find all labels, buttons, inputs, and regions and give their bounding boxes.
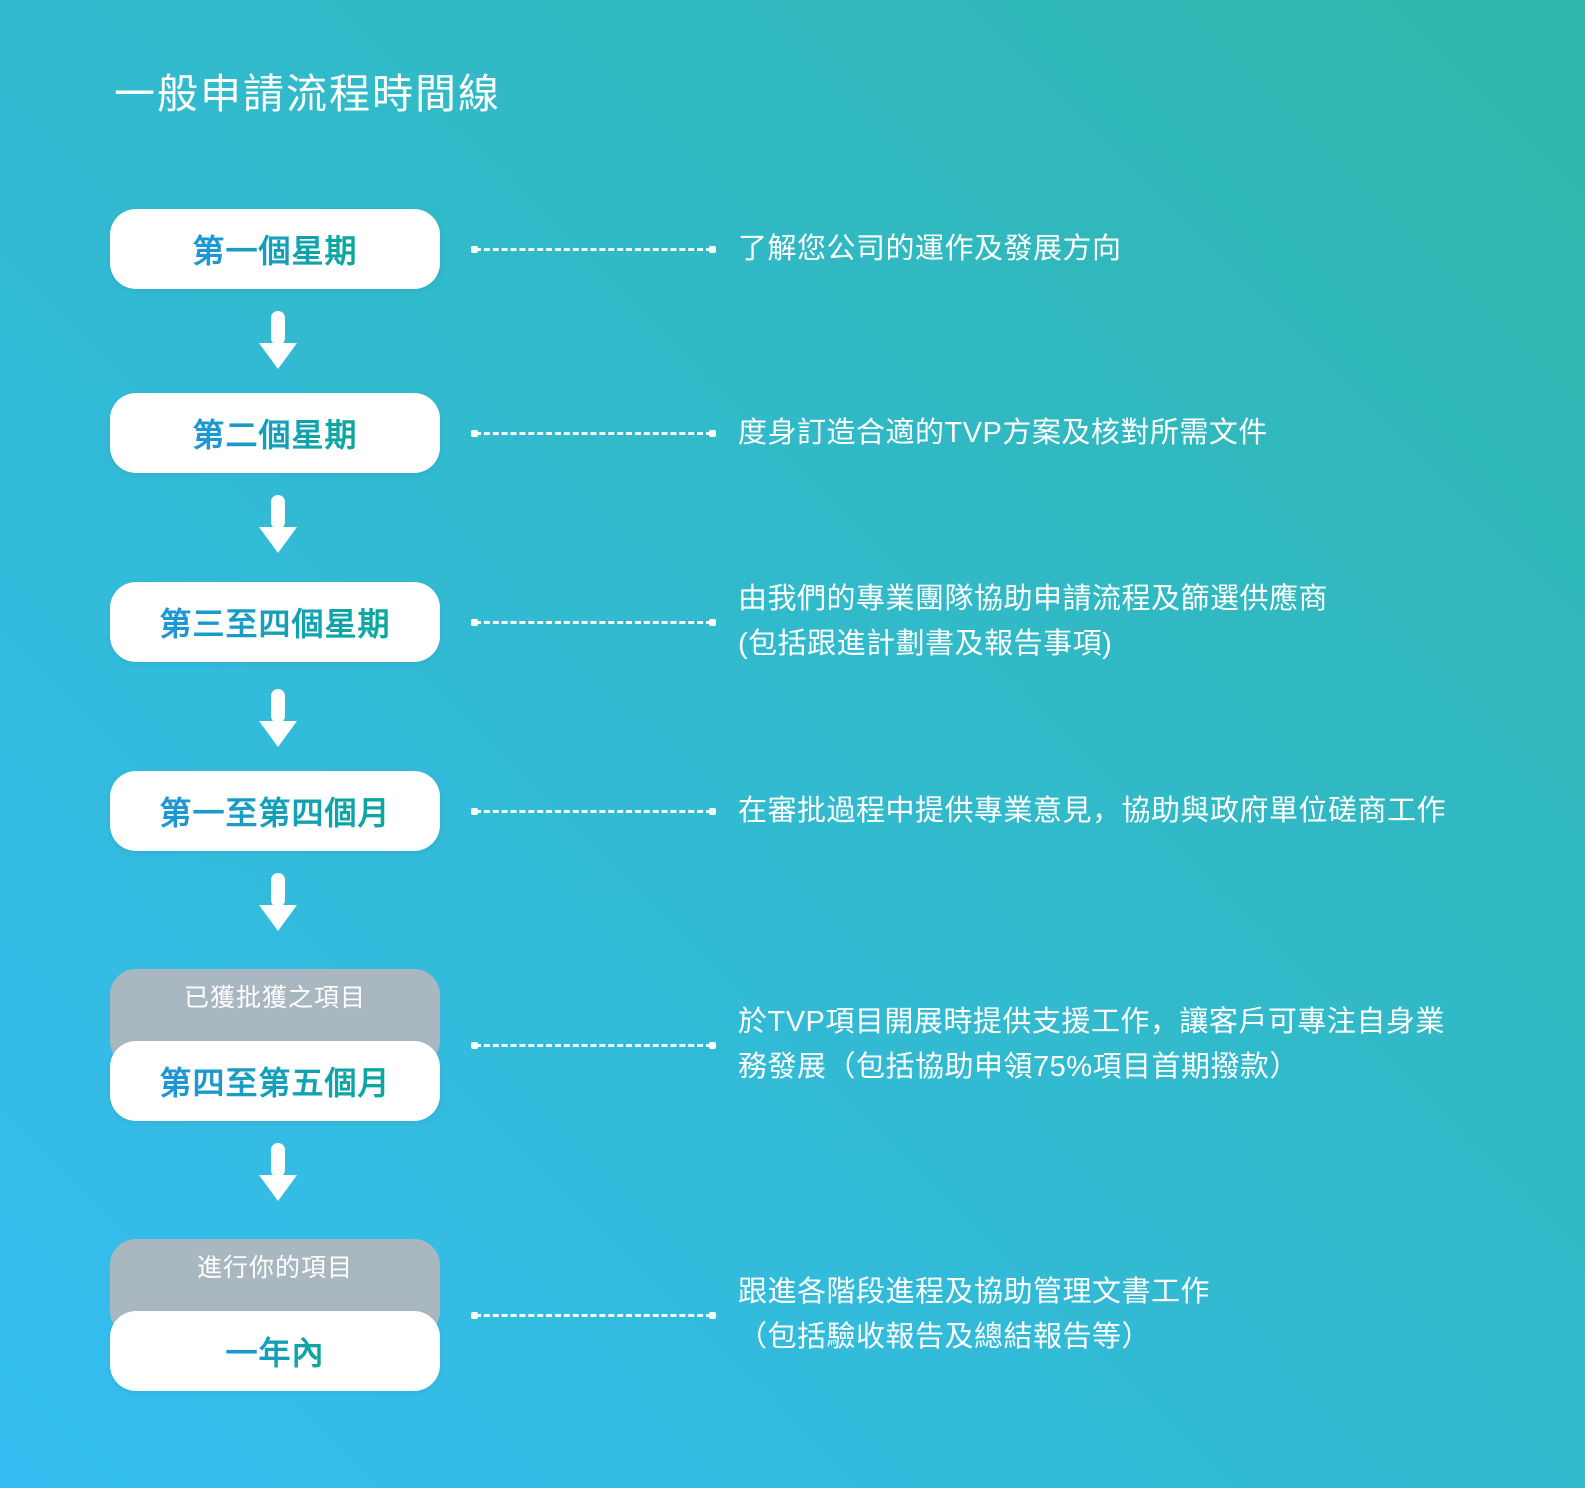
step-pill-label: 一年內 [225, 1328, 324, 1374]
step-pill: 一年內 [110, 1311, 440, 1392]
step-description: 於TVP項目開展時提供支援工作，讓客戶可專注自身業 務發展（包括協助申領75%項… [738, 1006, 1445, 1084]
timeline-step-week1: 第一個星期 了解您公司的運作及發展方向 [110, 209, 1525, 290]
dashed-connector-line [471, 1311, 716, 1319]
step-description: 跟進各階段進程及協助管理文書工作 （包括驗收報告及總結報告等） [738, 1276, 1211, 1354]
timeline-step-month1-4: 第一至第四個月 在審批過程中提供專業意見，協助與政府單位磋商工作 [110, 771, 1525, 852]
timeline-step-week3-4: 第三至四個星期 由我們的專業團隊協助申請流程及篩選供應商 (包括跟進計劃書及報告… [110, 577, 1525, 667]
timeline: 第一個星期 了解您公司的運作及發展方向 第二個星期 度身訂造合適的TVP方案及核… [110, 209, 1525, 1392]
ongoing-project-tab-label: 進行你的項目 [196, 1254, 353, 1283]
step-pill-label: 第一個星期 [192, 226, 357, 272]
step-description: 了解您公司的運作及發展方向 [738, 232, 1122, 265]
step-pill: 第三至四個星期 [110, 582, 440, 663]
step-pill-column: 第二個星期 [110, 393, 440, 474]
dashed-connector-line [471, 807, 716, 815]
step-description: 由我們的專業團隊協助申請流程及篩選供應商 (包括跟進計劃書及報告事項) [738, 583, 1329, 661]
step-pill: 第二個星期 [110, 393, 440, 474]
step-pill-column: 第一個星期 [110, 209, 440, 290]
step-pill-label: 第一至第四個月 [159, 788, 390, 834]
step-pill-label: 第二個星期 [192, 410, 357, 456]
step-pill-column: 第一至第四個月 [110, 771, 440, 852]
step-pill-label: 第三至四個星期 [159, 599, 390, 645]
timeline-step-week2: 第二個星期 度身訂造合適的TVP方案及核對所需文件 [110, 393, 1525, 474]
dashed-connector-line [471, 1041, 716, 1049]
step-pill: 第四至第五個月 [110, 1041, 440, 1122]
arrow-down-icon [110, 1143, 1525, 1203]
timeline-step-month4-5: 已獲批獲之項目 第四至第五個月 於TVP項目開展時提供支援工作，讓客戶可專注自身… [110, 969, 1525, 1122]
arrow-down-icon [110, 689, 1525, 749]
step-pill-column: 進行你的項目 一年內 [110, 1239, 440, 1392]
dashed-connector-line [471, 429, 716, 437]
page-title: 一般申請流程時間線 [114, 71, 501, 117]
step-pill-label: 第四至第五個月 [159, 1058, 390, 1104]
step-pill-column: 已獲批獲之項目 第四至第五個月 [110, 969, 440, 1122]
dashed-connector-line [471, 618, 716, 626]
timeline-step-within-1-year: 進行你的項目 一年內 跟進各階段進程及協助管理文書工作 （包括驗收報告及總結報告… [110, 1239, 1525, 1392]
arrow-down-icon [110, 495, 1525, 555]
dashed-connector-line [471, 245, 716, 253]
step-description: 度身訂造合適的TVP方案及核對所需文件 [738, 416, 1268, 449]
step-pill-column: 第三至四個星期 [110, 582, 440, 663]
step-pill: 第一個星期 [110, 209, 440, 290]
approved-project-tab-label: 已獲批獲之項目 [183, 984, 366, 1013]
step-pill: 第一至第四個月 [110, 771, 440, 852]
arrow-down-icon [110, 311, 1525, 371]
arrow-down-icon [110, 873, 1525, 933]
step-description: 在審批過程中提供專業意見，協助與政府單位磋商工作 [738, 794, 1447, 827]
